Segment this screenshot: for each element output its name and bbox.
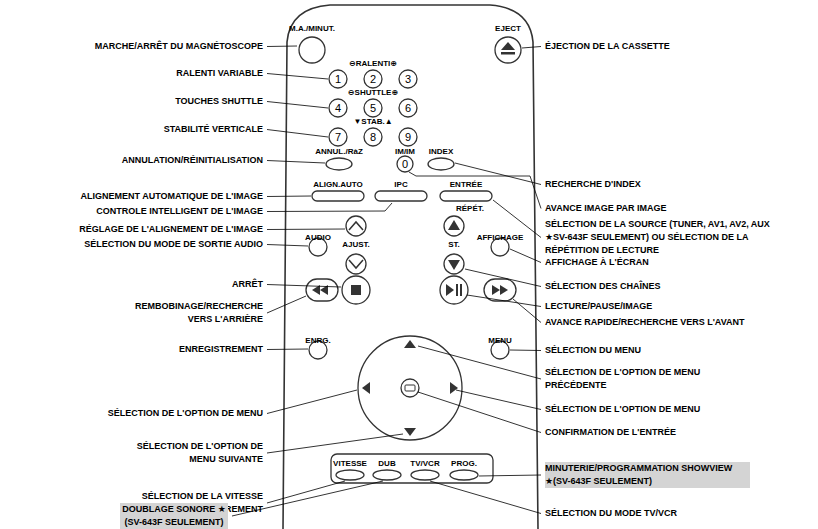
leader-line bbox=[267, 161, 325, 164]
leader-line bbox=[267, 102, 328, 109]
callout-label: ENREGISTREMENT bbox=[179, 343, 263, 356]
callout-label: TOUCHES SHUTTLE bbox=[175, 95, 263, 108]
button-label: AUDIO bbox=[305, 233, 331, 243]
button-label: ENTRÉE bbox=[450, 180, 482, 190]
button-label: ANNUL./RàZ bbox=[315, 147, 363, 157]
callout-label: SÉLECTION DES CHAÎNES bbox=[545, 280, 661, 293]
leader-line bbox=[267, 229, 345, 231]
button-label: 0 bbox=[402, 158, 408, 170]
leader-line bbox=[418, 346, 541, 379]
leader-line bbox=[465, 269, 541, 287]
button-label: ⊖SHUTTLE⊕ bbox=[348, 88, 398, 98]
callout-label: ÉJECTION DE LA CASSETTE bbox=[545, 40, 670, 53]
leader-line bbox=[267, 245, 308, 247]
callout-label: DOUBLAGE SONORE ★ (SV-643F SEULEMENT) bbox=[120, 503, 228, 529]
button-label: IM/IM bbox=[395, 147, 415, 157]
leader-line bbox=[493, 200, 541, 238]
button-label: AJUST. bbox=[342, 240, 370, 250]
button-label: 3 bbox=[405, 73, 411, 85]
button-label: 9 bbox=[405, 131, 411, 143]
leader-line bbox=[267, 46, 297, 48]
callout-label: SÉLECTION DU MENU bbox=[545, 344, 641, 357]
callout-label: SÉLECTION DU MODE DE SORTIE AUDIO bbox=[84, 238, 263, 251]
button-label: PROG. bbox=[451, 459, 477, 469]
callout-label: RECHERCHE D'INDEX bbox=[545, 178, 641, 191]
leader-line bbox=[510, 249, 541, 263]
button-label: EJECT bbox=[495, 24, 521, 34]
button-label: 5 bbox=[370, 102, 376, 114]
callout-label: ANNULATION/RÉINITIALISATION bbox=[122, 154, 263, 167]
leader-line bbox=[267, 481, 345, 503]
callout-label: STABILITÉ VERTICALE bbox=[164, 123, 263, 136]
button-label: MENU bbox=[488, 336, 512, 346]
callout-label: SÉLECTION DE L'OPTION DE MENU bbox=[545, 403, 700, 416]
callout-label: RÉGLAGE DE L'ALIGNEMENT DE L'IMAGE bbox=[79, 223, 263, 236]
callout-label: ALIGNEMENT AUTOMATIQUE DE L'IMAGE bbox=[81, 190, 263, 203]
button-label: TV/VCR bbox=[410, 459, 439, 469]
button-label: 8 bbox=[370, 131, 376, 143]
leader-line bbox=[430, 481, 541, 514]
leader-line bbox=[267, 285, 341, 288]
button-label: 1 bbox=[335, 73, 341, 85]
button-label: VITESSE bbox=[333, 459, 367, 469]
leader-line bbox=[267, 296, 306, 313]
callout-label: AVANCE RAPIDE/RECHERCHE VERS L'AVANT bbox=[545, 316, 745, 329]
leader-line bbox=[267, 434, 403, 453]
button-label: IPC bbox=[394, 180, 407, 190]
button-label: RÉPÉT. bbox=[456, 204, 484, 214]
button-label: ST. bbox=[448, 240, 460, 250]
button-label: 7 bbox=[335, 131, 341, 143]
leader-line bbox=[267, 390, 357, 414]
button-label: 4 bbox=[335, 102, 341, 114]
button-label: ENRG. bbox=[305, 336, 330, 346]
leader-line bbox=[456, 390, 541, 410]
button-label: ⊖RALENTI⊕ bbox=[349, 59, 397, 69]
button-label: ▼STAB.▲ bbox=[353, 117, 392, 127]
leader-line bbox=[522, 47, 541, 49]
callout-label: MARCHE/ARRÊT DU MAGNÉTOSCOPE bbox=[95, 40, 263, 53]
leader-line bbox=[267, 130, 328, 138]
button-label: DUB bbox=[378, 459, 395, 469]
leader-line bbox=[510, 350, 541, 352]
callout-label: RALENTI VARIABLE bbox=[176, 67, 263, 80]
leader-line bbox=[467, 295, 541, 307]
callout-label: AFFICHAGE À L'ÉCRAN bbox=[545, 256, 649, 269]
leader-line bbox=[409, 172, 541, 209]
callout-label: MINUTERIE/PROGRAMMATION SHOWVIEW ★(SV-64… bbox=[545, 462, 750, 488]
callout-label: LECTURE/PAUSE/IMAGE bbox=[545, 300, 652, 313]
button-label: AFFICHAGE bbox=[477, 233, 524, 243]
leader-line bbox=[513, 299, 541, 323]
leader-line bbox=[267, 203, 392, 212]
button-label: 6 bbox=[405, 102, 411, 114]
callout-label: SÉLECTION DU MODE TV/VCR bbox=[545, 507, 677, 520]
callout-label: ARRÊT bbox=[232, 278, 263, 291]
leader-line bbox=[267, 196, 311, 198]
leader-line bbox=[418, 392, 541, 433]
button-label: ALIGN.AUTO bbox=[313, 180, 363, 190]
callout-label: SÉLECTION DE L'OPTION DE MENU PRÉCÉDENTE bbox=[545, 366, 745, 392]
button-label: INDEX bbox=[429, 147, 453, 157]
callout-label: SÉLECTION DE L'OPTION DE MENU bbox=[108, 407, 263, 420]
button-label: M.A./MINUT. bbox=[289, 24, 335, 34]
callout-label: REMBOBINAGE/RECHERCHE VERS L'ARRIÈRE bbox=[123, 300, 263, 326]
leader-line bbox=[267, 349, 308, 351]
callout-label: AVANCE IMAGE PAR IMAGE bbox=[545, 202, 667, 215]
leader-line bbox=[267, 74, 328, 80]
callout-label: SÉLECTION DE LA SOURCE (TUNER, AV1, AV2,… bbox=[545, 218, 777, 257]
callout-label: SÉLECTION DE L'OPTION DE MENU SUIVANTE bbox=[113, 440, 263, 466]
button-label: 2 bbox=[370, 73, 376, 85]
leader-line bbox=[479, 475, 541, 476]
callout-label: CONFIRMATION DE L'ENTRÉE bbox=[545, 426, 676, 439]
callout-label: CONTROLE INTELLIGENT DE L'IMAGE bbox=[96, 205, 263, 218]
